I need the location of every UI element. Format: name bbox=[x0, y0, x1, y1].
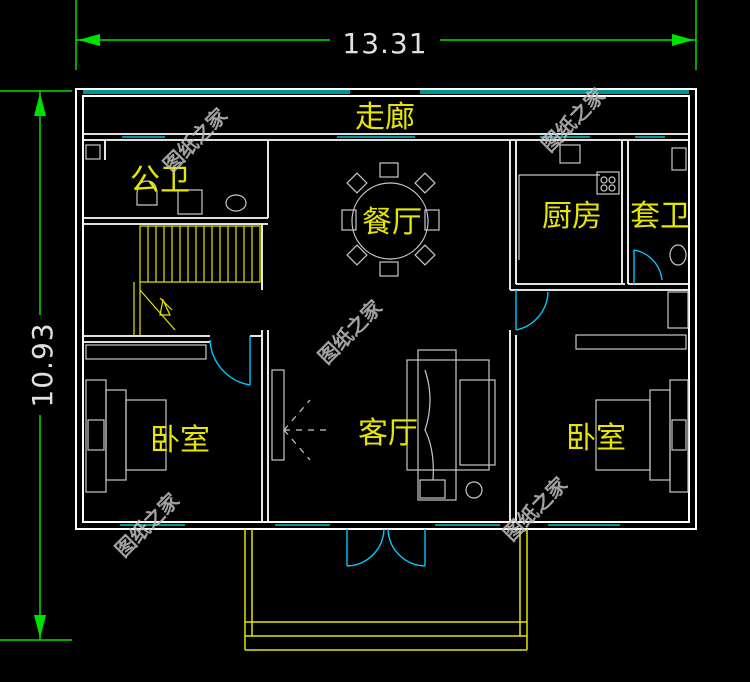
room-label-kitchen: 厨房 bbox=[542, 199, 602, 234]
room-label-bedroom-right: 卧室 bbox=[566, 421, 626, 456]
room-label-public-bath: 公卫 bbox=[130, 163, 190, 198]
interior-walls bbox=[83, 133, 689, 522]
room-label-suite-bath: 套卫 bbox=[630, 199, 690, 234]
room-label-corridor: 走廊 bbox=[355, 100, 415, 135]
room-label-dining: 餐厅 bbox=[362, 205, 422, 240]
entry-porch bbox=[244, 529, 528, 651]
exterior-walls bbox=[75, 88, 697, 530]
width-dimension-label: 13.31 bbox=[342, 27, 427, 60]
watermark-3: 图纸之家 bbox=[313, 295, 387, 369]
doors bbox=[209, 249, 663, 567]
height-dimension-label: 10.93 bbox=[26, 322, 59, 407]
staircase bbox=[133, 225, 261, 336]
windows bbox=[83, 90, 689, 526]
room-label-bedroom-left: 卧室 bbox=[150, 423, 210, 458]
room-label-living: 客厅 bbox=[358, 416, 418, 451]
furniture bbox=[85, 144, 689, 501]
